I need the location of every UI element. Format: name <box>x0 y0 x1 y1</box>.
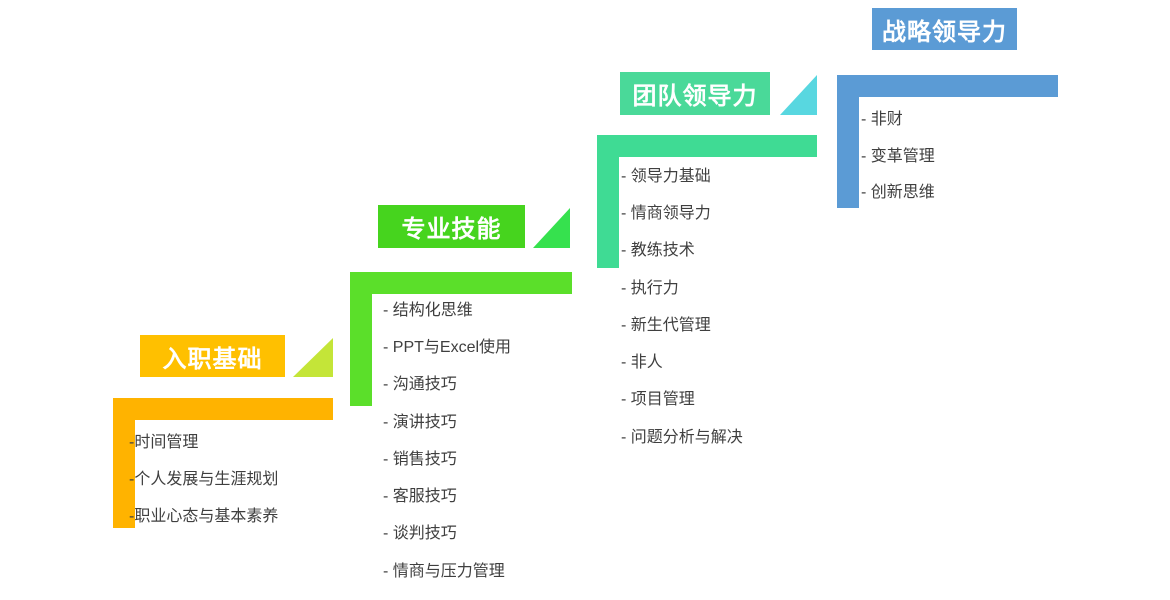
course-item: - 新生代管理 <box>621 316 711 334</box>
course-item: - PPT与Excel使用 <box>383 338 512 356</box>
course-item: -个人发展与生涯规划 <box>129 470 279 488</box>
course-list-professional-skills: - 结构化思维 - PPT与Excel使用 - 沟通技巧 - 演讲技巧 - 销售… <box>383 289 511 587</box>
course-item: - 情商与压力管理 <box>383 562 505 580</box>
course-list-onboarding: -时间管理 -个人发展与生涯规划 -职业心态与基本素养 <box>129 421 278 533</box>
course-item: - 非财 <box>861 111 903 129</box>
level-header-strategic-leadership: 战略领导力 <box>872 8 1017 50</box>
course-item: - 客服技巧 <box>383 488 457 506</box>
course-list-strategic-leadership: - 非财 - 变革管理 - 创新思维 <box>861 99 935 209</box>
course-item: -时间管理 <box>129 433 199 451</box>
step-triangle-icon <box>533 208 570 248</box>
course-item: - 问题分析与解决 <box>621 428 743 446</box>
level-header-team-leadership: 团队领导力 <box>620 72 770 115</box>
course-item: - 执行力 <box>621 279 679 297</box>
course-item: - 项目管理 <box>621 391 695 409</box>
course-item: - 结构化思维 <box>383 301 473 319</box>
course-item: - 创新思维 <box>861 184 935 202</box>
course-list-team-leadership: - 领导力基础 - 情商领导力 - 教练技术 - 执行力 - 新生代管理 - 非… <box>621 155 743 453</box>
course-item: - 非人 <box>621 354 663 372</box>
course-item: - 领导力基础 <box>621 167 711 185</box>
bracket-shape-strategic-leadership <box>837 75 1058 208</box>
course-item: - 情商领导力 <box>621 204 711 222</box>
course-item: - 教练技术 <box>621 242 695 260</box>
level-header-professional-skills: 专业技能 <box>378 205 525 248</box>
level-header-onboarding: 入职基础 <box>140 335 285 377</box>
course-item: - 变革管理 <box>861 147 935 165</box>
course-item: - 谈判技巧 <box>383 525 457 543</box>
course-item: - 销售技巧 <box>383 450 457 468</box>
course-item: - 演讲技巧 <box>383 413 457 431</box>
bracket-shape-team-leadership <box>597 135 817 268</box>
bracket-shape-onboarding <box>113 398 333 528</box>
course-item: -职业心态与基本素养 <box>129 508 279 526</box>
step-triangle-icon <box>293 338 333 377</box>
course-item: - 沟通技巧 <box>383 376 457 394</box>
bracket-shape-professional-skills <box>350 272 572 406</box>
step-triangle-icon <box>780 75 817 115</box>
